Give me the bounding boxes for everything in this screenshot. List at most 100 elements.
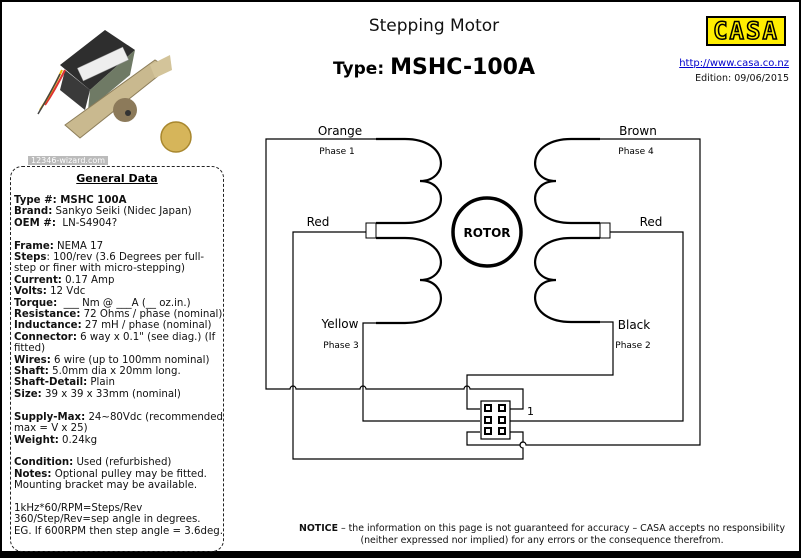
data-label: Notes: <box>14 468 52 480</box>
rotor <box>451 196 523 268</box>
general-data-box <box>10 166 224 552</box>
page-title: Stepping Motor <box>368 16 500 36</box>
notice-line1: – the information on this page is not gu… <box>337 523 786 534</box>
data-value: NEMA 17 <box>53 240 104 252</box>
wiring-diagram: ROTOR Orange Phase 1 Brown Phase 4 Red R… <box>265 124 701 460</box>
data-value: 27 mH / phase (nominal) <box>81 320 212 332</box>
motor-photo <box>37 30 192 153</box>
type-value: MSHC-100A <box>390 55 536 80</box>
coil-phase4 <box>534 137 600 225</box>
data-row: EG. If 600RPM then step angle = 3.6deg. <box>14 526 224 537</box>
data-row: Brand: Sankyo Seiki (Nidec Japan) <box>14 206 224 217</box>
website-link[interactable]: http://www.casa.co.nz <box>679 58 789 69</box>
data-value: 6 way x 0.1" (see diag.) (If fitted) <box>14 331 219 355</box>
data-label: Weight: <box>14 434 59 446</box>
data-value: 1kHz*60/RPM=Steps/Rev <box>14 502 143 514</box>
data-value: 0.17 Amp <box>61 274 115 286</box>
label-phase1: Phase 1 <box>319 147 354 157</box>
data-label: Volts: <box>14 286 47 298</box>
data-row: Type #: MSHC 100A <box>14 195 224 206</box>
data-value: Used (refurbished) <box>73 457 172 469</box>
data-value: Sankyo Seiki (Nidec Japan) <box>52 206 192 218</box>
data-row: 1kHz*60/RPM=Steps/Rev <box>14 503 224 514</box>
data-label: OEM #: <box>14 217 56 229</box>
data-label: Wires: <box>14 354 51 366</box>
wire-yellow <box>362 322 480 422</box>
label-orange: Orange <box>318 124 362 138</box>
data-value: 360/Step/Rev=sep angle in degrees. <box>14 514 201 526</box>
data-row: Torque: ___ Nm @ ___A (__ oz.in.) <box>14 298 224 309</box>
coils <box>376 137 600 325</box>
data-row: Resistance: 72 Ohms / phase (nominal) <box>14 309 224 320</box>
rotor-label: ROTOR <box>463 226 510 240</box>
label-yellow: Yellow <box>321 317 359 331</box>
data-label: Resistance: <box>14 309 81 321</box>
label-black: Black <box>618 318 651 332</box>
general-data-title: General Data <box>76 172 158 185</box>
data-label: Torque: <box>14 297 58 309</box>
wires <box>265 138 701 460</box>
wire-brown <box>466 138 701 446</box>
data-value: 0.24kg <box>58 434 98 446</box>
coil-phase1 <box>376 137 442 225</box>
photo-watermark: 12346-wizard.com <box>28 156 109 165</box>
center-tap-left <box>365 222 377 239</box>
label-red-right: Red <box>640 215 663 229</box>
data-value: ___ Nm @ ___A (__ oz.in.) <box>57 297 191 309</box>
motor-type: Type:MSHC-100A <box>232 55 636 80</box>
data-row: Weight: 0.24kg <box>14 435 224 446</box>
coin <box>160 121 192 153</box>
data-label: Condition: <box>14 457 74 469</box>
data-row: Size: 39 x 39 x 33mm (nominal) <box>14 389 224 400</box>
center-tap-right <box>599 222 611 239</box>
data-row: Supply-Max: 24~80Vdc (recommended max = … <box>14 412 224 435</box>
data-row: Current: 0.17 Amp <box>14 275 224 286</box>
coil-phase3 <box>376 236 442 325</box>
data-value: Optional pulley may be fitted. Mounting … <box>14 468 211 492</box>
edition-date: Edition: 09/06/2015 <box>695 73 789 84</box>
coil-phase2 <box>534 236 600 324</box>
data-row: Condition: Used (refurbished) <box>14 457 224 468</box>
casa-logo: CASA <box>706 16 786 46</box>
connector-6way <box>480 400 511 440</box>
data-row: Frame: NEMA 17 <box>14 241 224 252</box>
wire-red-right <box>510 231 684 422</box>
data-label: Type #: MSHC 100A <box>14 195 127 206</box>
data-row: 360/Step/Rev=sep angle in degrees. <box>14 514 224 525</box>
data-label: Shaft: <box>14 366 49 378</box>
data-value: : 100/rev (3.6 Degrees per full-step or … <box>14 252 205 275</box>
data-value: 5.0mm dia x 20mm long. <box>48 366 181 378</box>
data-value: LN-S4904? <box>55 217 118 229</box>
label-phase3: Phase 3 <box>323 341 358 351</box>
data-row: Steps: 100/rev (3.6 Degrees per full-ste… <box>14 252 224 275</box>
data-row: Connector: 6 way x 0.1" (see diag.) (If … <box>14 332 224 355</box>
data-label: Inductance: <box>14 320 82 332</box>
connector-pins <box>484 404 506 435</box>
data-label: Supply-Max: <box>14 411 86 423</box>
data-row: Notes: Optional pulley may be fitted. Mo… <box>14 469 224 492</box>
pin1-label: 1 <box>527 405 534 418</box>
data-value: 72 Ohms / phase (nominal) <box>80 309 223 321</box>
notice-line2: (neither expressed nor implied) for any … <box>360 535 724 546</box>
label-brown: Brown <box>619 124 657 138</box>
data-value: 6 wire (up to 100mm nominal) <box>50 354 210 366</box>
data-value: 12 Vdc <box>46 286 86 298</box>
wire-black <box>466 321 614 410</box>
label-red-left: Red <box>307 215 330 229</box>
data-label: Shaft-Detail: <box>14 377 88 389</box>
data-row: Inductance: 27 mH / phase (nominal) <box>14 320 224 331</box>
data-row: Shaft: 5.0mm dia x 20mm long. <box>14 366 224 377</box>
wire-orange <box>265 138 524 410</box>
data-value: 24~80Vdc (recommended max = V x 25) <box>14 411 227 435</box>
data-label: Brand: <box>14 206 53 218</box>
data-value: Plain <box>87 377 115 389</box>
data-row: Volts: 12 Vdc <box>14 286 224 297</box>
data-row: Shaft-Detail: Plain <box>14 377 224 388</box>
data-label: Size: <box>14 388 42 400</box>
data-value: EG. If 600RPM then step angle = 3.6deg. <box>14 525 223 537</box>
notice-disclaimer: NOTICE – the information on this page is… <box>292 523 792 547</box>
label-phase4: Phase 4 <box>618 147 654 157</box>
data-label: Frame: <box>14 240 54 252</box>
logo-text: CASA <box>712 16 779 46</box>
